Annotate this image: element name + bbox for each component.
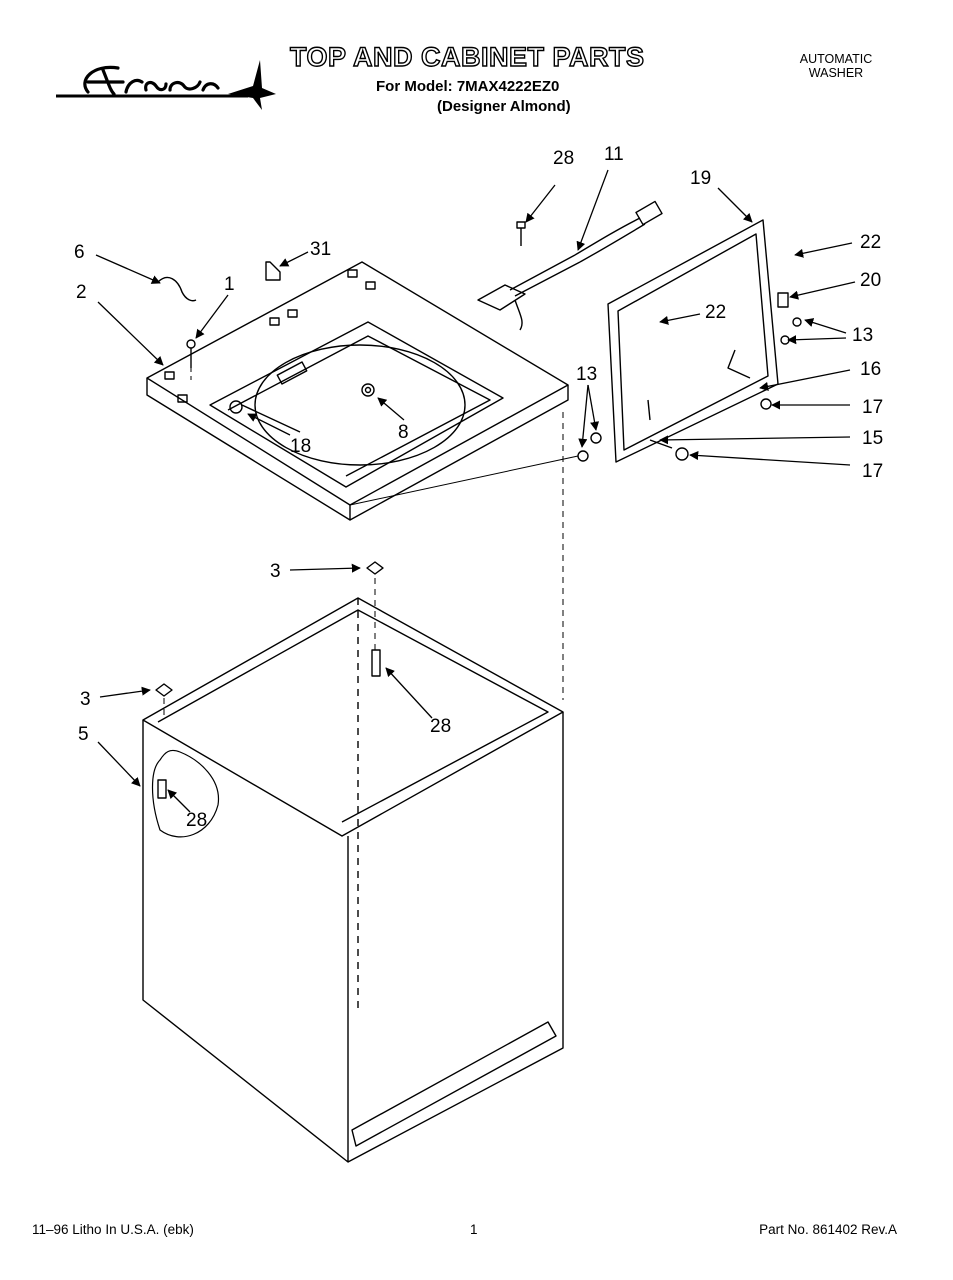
callout-28-cabinet: 28 (430, 716, 451, 737)
callout-20: 20 (860, 270, 881, 291)
callout-13-left: 13 (576, 364, 597, 385)
callout-22-mid: 22 (705, 302, 726, 323)
clip-part-3-top (366, 561, 384, 575)
model-variant: (Designer Almond) (437, 98, 571, 115)
lid-switch-harness-part-11 (477, 200, 663, 331)
callout-1: 1 (224, 274, 235, 295)
cabinet-part-5 (142, 597, 564, 1163)
callout-5: 5 (78, 724, 89, 745)
screw-part-28-corner (157, 779, 167, 799)
callout-17-bottom: 17 (862, 461, 883, 482)
callout-28-corner: 28 (186, 810, 207, 831)
screw-part-28-top (516, 221, 526, 246)
callout-3-left: 3 (80, 689, 91, 710)
acros-logo (56, 60, 276, 110)
footer-page-number: 1 (470, 1222, 478, 1237)
screw-part-28-cabinet (371, 649, 381, 677)
callout-2: 2 (76, 282, 87, 303)
hinge-pin-part-1 (186, 339, 196, 349)
bracket-part-31 (265, 261, 281, 281)
callout-15: 15 (862, 428, 883, 449)
clip-part-3-left (155, 683, 173, 697)
product-type-line-1: AUTOMATIC (799, 52, 873, 66)
callout-17-top: 17 (862, 397, 883, 418)
callout-13-right: 13 (852, 325, 873, 346)
callout-16: 16 (860, 359, 881, 380)
product-type: AUTOMATIC WASHER (781, 52, 891, 80)
lid-part-19 (607, 219, 789, 463)
callout-11: 11 (604, 144, 624, 165)
top-panel (146, 261, 569, 521)
model-number: For Model: 7MAX4222EZ0 (376, 78, 560, 95)
callout-8: 8 (398, 422, 409, 443)
callout-19: 19 (690, 168, 711, 189)
callout-28-top: 28 (553, 148, 574, 169)
callout-6: 6 (74, 242, 85, 263)
logo-script (83, 65, 220, 96)
callout-3-top: 3 (270, 561, 281, 582)
page-title: TOP AND CABINET PARTS (289, 41, 645, 72)
hinge-clip-part-6 (157, 276, 197, 302)
callout-22-top: 22 (860, 232, 881, 253)
product-type-line-2: WASHER (808, 66, 864, 80)
callout-18: 18 (290, 436, 311, 457)
footer-part-number: Part No. 861402 Rev.A (759, 1222, 897, 1237)
nut-part-8 (361, 383, 375, 397)
hinge-screws-part-13-left (577, 432, 602, 462)
footer-print-info: 11–96 Litho In U.S.A. (ebk) (32, 1222, 194, 1237)
callout-31: 31 (310, 239, 331, 260)
